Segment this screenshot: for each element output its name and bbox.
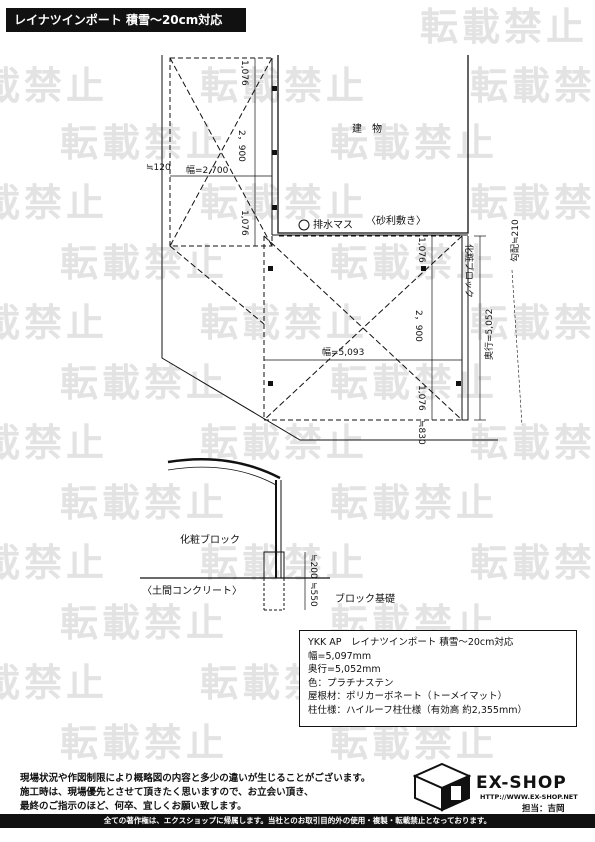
watermark: 転載禁止 bbox=[0, 64, 109, 108]
brand-name: EX-SHOP bbox=[476, 773, 567, 793]
note-line: 現場状況や作図制限により概略図の内容と多少の違いが生じることがございます。 bbox=[20, 773, 371, 784]
dim-2900-b: 2，900 bbox=[413, 310, 423, 342]
depth-label: 奥行=5,052 bbox=[485, 308, 495, 360]
watermark: 転載禁止 bbox=[330, 361, 499, 405]
drain-label: 排水マス bbox=[313, 220, 353, 231]
watermark: 転載禁止 bbox=[330, 481, 499, 525]
watermark: 転載禁止 bbox=[330, 121, 499, 165]
watermark: 転載禁止 bbox=[0, 421, 109, 465]
site-boundary bbox=[161, 55, 498, 441]
offset-bottom-label: ≒830 bbox=[416, 420, 426, 445]
spec-box: YKK AP レイナツインポート 積雪〜20cm対応 幅=5,097mm 奥行=… bbox=[299, 630, 577, 727]
brand-logo-icon bbox=[413, 762, 471, 812]
watermark: 転載禁止 bbox=[200, 421, 369, 465]
staff-label: 担当：吉岡 bbox=[522, 804, 565, 814]
building-label: 建 物 bbox=[352, 124, 382, 135]
width-top-label: 幅=2,700 bbox=[186, 166, 229, 176]
width-main-label: 幅=5,093 bbox=[322, 348, 365, 358]
foundation-label: ブロック基礎 bbox=[335, 594, 395, 605]
watermark: 転載禁止 bbox=[330, 721, 499, 765]
spec-width: 幅=5,097mm bbox=[308, 650, 372, 662]
watermark: 転載禁止 bbox=[470, 301, 595, 345]
slope-label: 勾配≒210 bbox=[511, 219, 521, 262]
note-line: 最終のご指示のほど、何卒、宜しくお願い致します。 bbox=[20, 801, 247, 812]
spec-product: YKK AP レイナツインポート 積雪〜20cm対応 bbox=[308, 637, 514, 648]
spec-depth: 奥行=5,052mm bbox=[308, 664, 381, 675]
watermark: 転載禁止 bbox=[470, 421, 595, 465]
footer-copyright: 全ての著作権は、エクスショップに帰属します。当社とのお取引目的外の使用・複製・転… bbox=[0, 814, 595, 828]
gravel-label: 〈砂利敷き〉 bbox=[366, 216, 426, 227]
watermark: 転載禁止 bbox=[200, 181, 369, 225]
dim-1076-a: 1,076 bbox=[239, 60, 249, 86]
dim-1076-b: 1,076 bbox=[239, 210, 249, 236]
watermark: 転載禁止 bbox=[330, 241, 499, 285]
note-line: 施工時は、現場優先とさせて頂きたく思いますので、お立会い頂き、 bbox=[20, 787, 314, 798]
watermark: 転載禁止 bbox=[200, 64, 369, 108]
watermark: 転載禁止 bbox=[420, 5, 589, 49]
watermark: 転載禁止 bbox=[60, 601, 229, 645]
page-title: レイナツインポート 積雪〜20cm対応 bbox=[6, 8, 246, 32]
watermark: 転載禁止 bbox=[470, 541, 595, 585]
watermark: 転載禁止 bbox=[0, 301, 109, 345]
brand-url: HTTP://WWW.EX-SHOP.NET bbox=[480, 793, 578, 801]
drain-symbol bbox=[298, 219, 310, 231]
watermark: 転載禁止 bbox=[200, 301, 369, 345]
watermark: 転載禁止 bbox=[60, 481, 229, 525]
watermark: 転載禁止 bbox=[60, 721, 229, 765]
dim-1076-d: 1,076 bbox=[416, 385, 426, 411]
watermark: 転載禁止 bbox=[60, 361, 229, 405]
concrete-label: 〈土間コンクリート〉 bbox=[142, 586, 242, 597]
building-outline bbox=[277, 55, 469, 234]
block-wall bbox=[461, 236, 469, 421]
watermark: 転載禁止 bbox=[60, 121, 229, 165]
watermark: 転載禁止 bbox=[0, 661, 109, 705]
dim-2900-a: 2，900 bbox=[236, 130, 246, 162]
foundation-depth-label: ≒550 bbox=[308, 582, 318, 607]
offset-top-label: ≒120 bbox=[146, 163, 171, 173]
spec-post: 柱仕様：ハイルーフ柱仕様（有効高 約2,355mm） bbox=[308, 704, 527, 716]
watermark: 転載禁止 bbox=[470, 64, 595, 108]
spec-color: 色：プラチナステン bbox=[308, 677, 394, 689]
height-label: ≒200 bbox=[308, 554, 318, 579]
section-block-label: 化粧ブロック bbox=[180, 535, 240, 546]
section-roof bbox=[167, 457, 281, 480]
watermark: 転載禁止 bbox=[470, 181, 595, 225]
spec-roof: 屋根材：ポリカーボネート（トーメイマット） bbox=[308, 691, 508, 702]
watermark: 転載禁止 bbox=[60, 241, 229, 285]
watermark: 転載禁止 bbox=[0, 181, 109, 225]
dim-1076-c: 1,076 bbox=[416, 237, 426, 263]
watermark: 転載禁止 bbox=[0, 541, 109, 585]
block-wall-label: 化粧ブロック bbox=[463, 244, 473, 299]
lower-roof bbox=[263, 235, 463, 421]
notes: 現場状況や作図制限により概略図の内容と多少の違いが生じることがございます。 施工… bbox=[20, 772, 400, 814]
